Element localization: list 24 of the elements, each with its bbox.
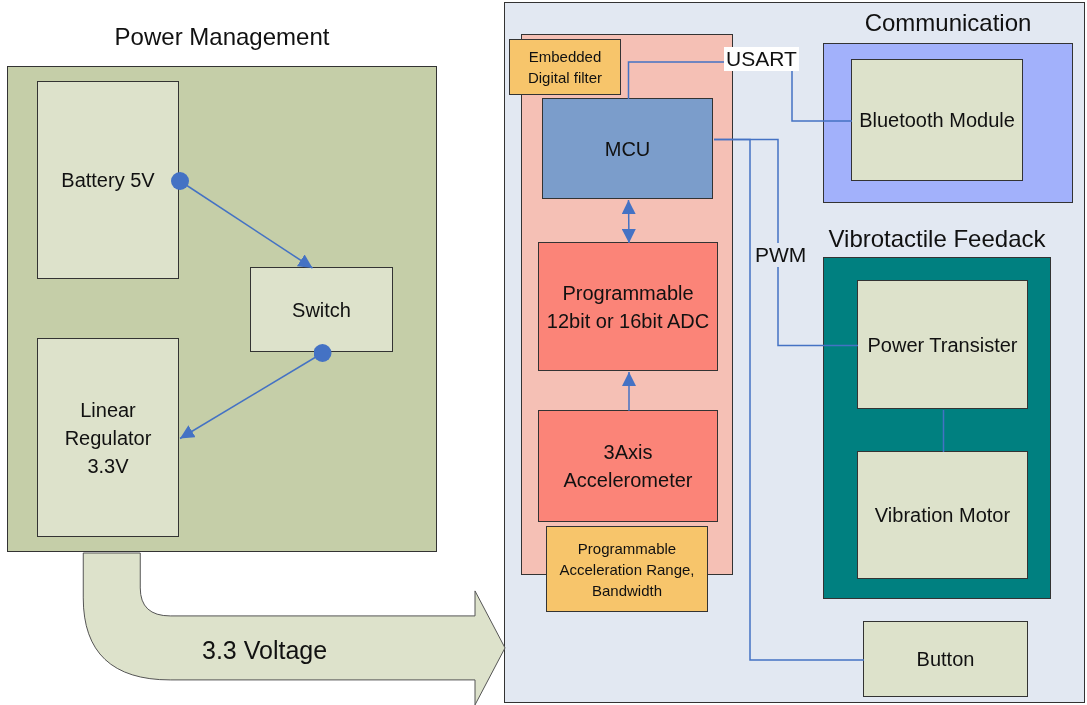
process-box: Switch <box>250 267 393 352</box>
connector-line <box>713 138 865 661</box>
process-box: Programmable 12bit or 16bit ADC <box>538 242 718 371</box>
process-box: Power Transister <box>857 280 1028 409</box>
process-box: Bluetooth Module <box>851 59 1023 181</box>
group-title: Communication <box>863 9 1033 37</box>
group-title: Vibrotactile Feedack <box>827 225 1047 253</box>
connector-arrow <box>179 344 332 440</box>
group-panel <box>504 2 1085 703</box>
process-box: Battery 5V <box>37 81 179 279</box>
connector-arrow <box>622 371 636 412</box>
process-box: 3Axis Accelerometer <box>538 410 718 522</box>
group-title: Power Management <box>113 23 331 51</box>
connector-line <box>942 409 945 453</box>
edge-label: USART <box>724 47 799 71</box>
process-box: MCU <box>542 98 713 199</box>
process-box: Linear Regulator 3.3V <box>37 338 179 537</box>
connector-arrow <box>171 172 314 269</box>
connector-arrow <box>621 199 636 244</box>
block-arrow <box>82 552 506 705</box>
process-box: Embedded Digital filter <box>509 39 621 95</box>
process-box: Button <box>863 621 1028 697</box>
process-box: Vibration Motor <box>857 451 1028 579</box>
process-box: Programmable Acceleration Range, Bandwidth <box>546 526 708 612</box>
